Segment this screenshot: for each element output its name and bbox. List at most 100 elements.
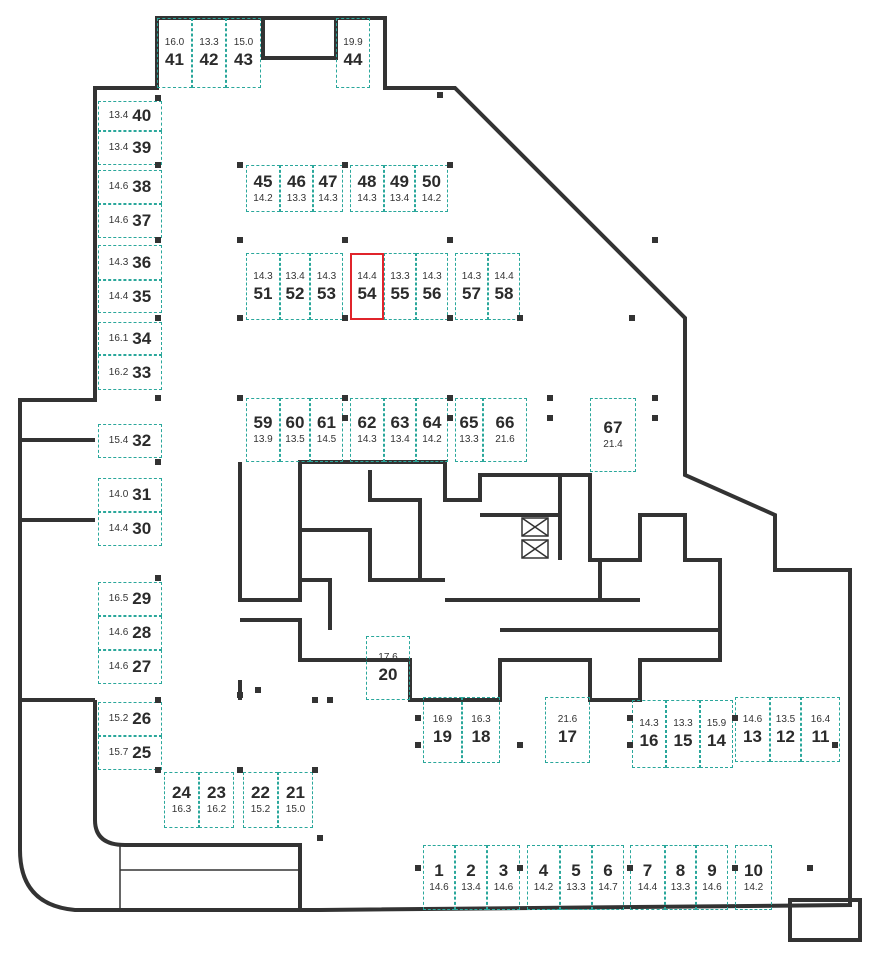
spot-area: 14.6 — [742, 713, 763, 725]
spot-area: 14.5 — [316, 434, 337, 445]
spot-area: 13.3 — [459, 434, 479, 445]
pillar-icon — [317, 835, 323, 841]
spot-number: 65 — [459, 413, 479, 432]
spot-number: 37 — [132, 211, 152, 230]
spot-area: 19.9 — [343, 37, 363, 48]
pillar-icon — [155, 459, 161, 465]
spot-area: 13.3 — [670, 881, 691, 893]
pillar-icon — [517, 865, 523, 871]
spot-area: 16.2 — [206, 804, 227, 815]
spot-number: 3 — [498, 860, 509, 880]
pillar-icon — [447, 395, 453, 401]
spot-area: 15.9 — [706, 718, 727, 729]
spot-area: 14.6 — [108, 627, 129, 638]
spot-number: 60 — [285, 413, 305, 432]
spot-area: 14.3 — [253, 270, 273, 282]
spot-number: 26 — [132, 709, 152, 728]
spot-area: 13.3 — [390, 270, 410, 282]
pillar-icon — [517, 742, 523, 748]
pillar-icon — [237, 162, 243, 168]
spot-area: 13.4 — [285, 270, 305, 282]
spot-area: 13.5 — [775, 713, 796, 725]
pillar-icon — [627, 715, 633, 721]
parking-spot-65[interactable]: 65 13.3 — [455, 398, 483, 462]
spot-number: 56 — [422, 283, 442, 303]
spot-area: 14.4 — [357, 270, 377, 282]
pillar-icon — [155, 237, 161, 243]
spot-area: 13.4 — [461, 881, 481, 893]
spot-area: 17.6 — [378, 652, 398, 663]
spot-number: 22 — [251, 783, 270, 802]
spot-area: 13.4 — [390, 434, 410, 445]
spot-number: 46 — [287, 171, 306, 191]
pillar-icon — [447, 237, 453, 243]
